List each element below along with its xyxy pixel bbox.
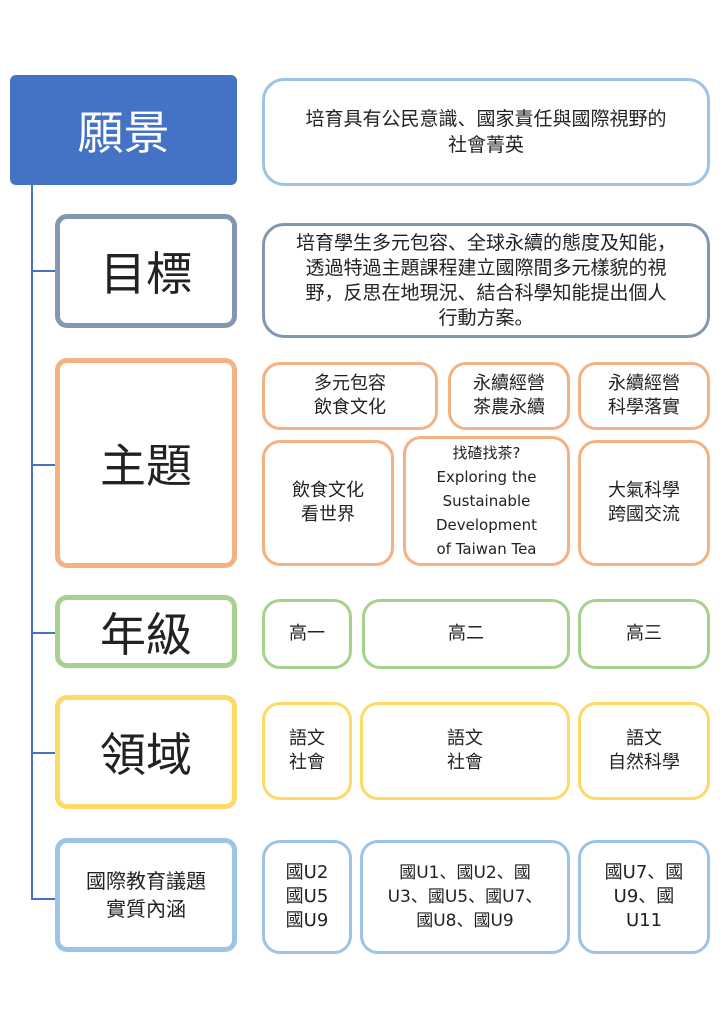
connector-goal	[31, 270, 55, 272]
goal-statement-text: 培育學生多元包容、全球永續的態度及知能， 透過特過主題課程建立國際間多元樣貌的視…	[295, 231, 676, 329]
connector-domain	[31, 752, 55, 754]
intl-cell-3-text: 國U7、國 U9、國 U11	[604, 862, 684, 931]
grade-cell-2-text: 高二	[448, 623, 484, 644]
theme-cell-5: 找碴找茶? Exploring the Sustainable Developm…	[403, 436, 570, 566]
theme-cell-6: 大氣科學 跨國交流	[578, 440, 710, 566]
connector-intl	[31, 898, 55, 900]
connector-spine	[31, 184, 33, 900]
domain-cell-1: 語文 社會	[262, 702, 352, 800]
intl-label-text: 國際教育議題 實質內涵	[86, 869, 206, 921]
grade-cell-2: 高二	[362, 599, 570, 669]
vision-label-text: 願景	[77, 106, 170, 160]
theme-cell-1-text: 多元包容 飲食文化	[314, 373, 386, 418]
theme-cell-2: 永續經營 茶農永續	[448, 362, 570, 430]
grade-cell-3: 高三	[578, 599, 710, 669]
connector-theme	[31, 464, 55, 466]
grade-cell-1-text: 高一	[289, 623, 325, 644]
theme-label-text: 主題	[100, 439, 192, 493]
grade-label: 年級	[55, 595, 237, 668]
vision-statement: 培育具有公民意識、國家責任與國際視野的 社會菁英	[262, 78, 710, 186]
goal-label-text: 目標	[100, 247, 192, 301]
theme-cell-3: 永續經營 科學落實	[578, 362, 710, 430]
domain-cell-1-text: 語文 社會	[289, 728, 325, 773]
domain-label: 領域	[55, 695, 237, 809]
vision-label: 願景	[10, 75, 237, 185]
domain-cell-3: 語文 自然科學	[578, 702, 710, 800]
vision-statement-text: 培育具有公民意識、國家責任與國際視野的 社會菁英	[305, 108, 667, 156]
theme-cell-3-text: 永續經營 科學落實	[608, 373, 680, 418]
intl-cell-3: 國U7、國 U9、國 U11	[578, 840, 710, 954]
intl-cell-1: 國U2 國U5 國U9	[262, 840, 352, 954]
domain-cell-2-text: 語文 社會	[447, 728, 483, 773]
theme-cell-5-text: 找碴找茶? Exploring the Sustainable Developm…	[436, 444, 537, 558]
grade-cell-3-text: 高三	[626, 623, 662, 644]
goal-statement: 培育學生多元包容、全球永續的態度及知能， 透過特過主題課程建立國際間多元樣貌的視…	[262, 223, 710, 338]
theme-label: 主題	[55, 358, 237, 568]
intl-cell-2: 國U1、國U2、國 U3、國U5、國U7、 國U8、國U9	[360, 840, 570, 954]
goal-label: 目標	[55, 214, 237, 328]
grade-label-text: 年級	[100, 607, 192, 662]
intl-cell-1-text: 國U2 國U5 國U9	[285, 862, 329, 931]
domain-cell-3-text: 語文 自然科學	[608, 728, 680, 773]
grade-cell-1: 高一	[262, 599, 352, 669]
theme-cell-6-text: 大氣科學 跨國交流	[608, 480, 680, 525]
intl-label: 國際教育議題 實質內涵	[55, 838, 237, 952]
theme-cell-4-text: 飲食文化 看世界	[292, 480, 364, 525]
theme-cell-1: 多元包容 飲食文化	[262, 362, 438, 430]
domain-label-text: 領域	[100, 728, 192, 782]
intl-cell-2-text: 國U1、國U2、國 U3、國U5、國U7、 國U8、國U9	[387, 863, 543, 931]
theme-cell-4: 飲食文化 看世界	[262, 440, 394, 566]
theme-cell-2-text: 永續經營 茶農永續	[473, 373, 545, 418]
connector-grade	[31, 632, 55, 634]
domain-cell-2: 語文 社會	[360, 702, 570, 800]
